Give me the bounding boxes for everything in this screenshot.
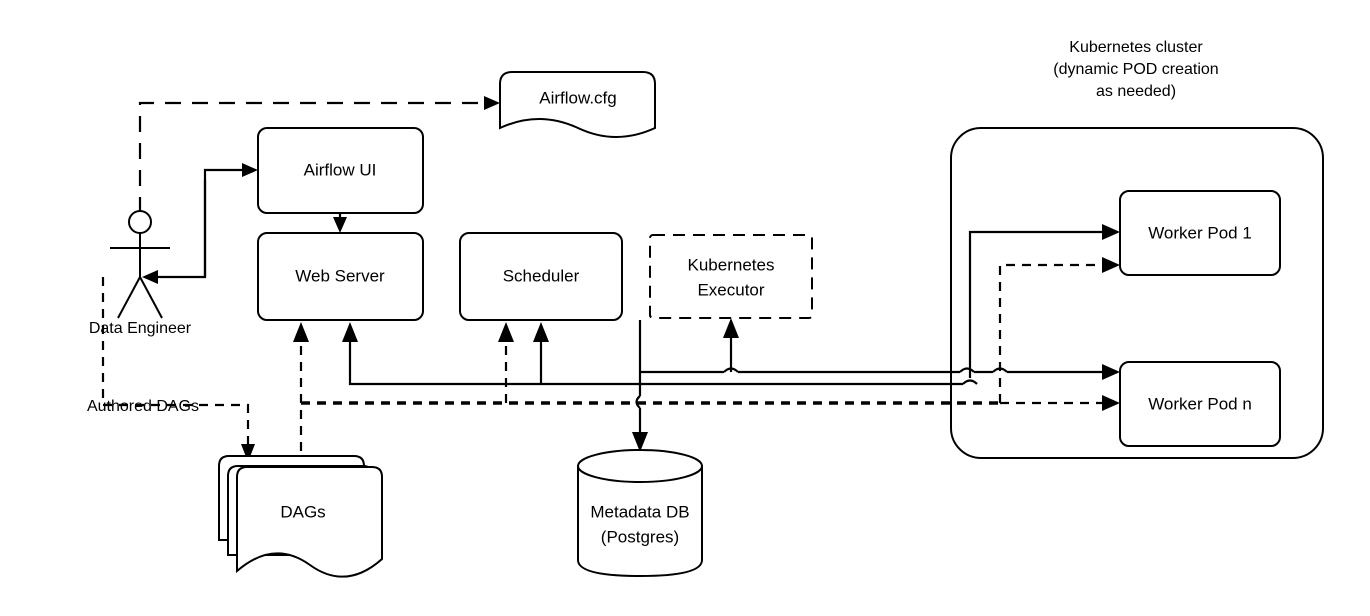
edge-label-authored-dags: Authored DAGs [87, 398, 199, 415]
edge-kubernetes-executor-to-worker-pod-n [959, 364, 1120, 380]
node-worker-pod-n[interactable]: Worker Pod n [1119, 361, 1281, 447]
arrowhead-airflow-cfg [484, 96, 500, 110]
node-airflow-ui[interactable]: Airflow UI [257, 127, 424, 214]
arrowhead-actor-in [142, 270, 158, 284]
node-metadata-db-label-line1: Metadata DB [590, 502, 689, 521]
node-scheduler[interactable]: Scheduler [459, 232, 623, 321]
node-airflow-cfg[interactable]: Airflow.cfg [499, 71, 656, 138]
arrowhead-web-server-dags [293, 322, 309, 342]
node-kubernetes-executor-label-line2: Executor [697, 280, 764, 299]
node-worker-pod-1-label: Worker Pod 1 [1148, 223, 1252, 242]
kubernetes-cluster-box[interactable] [950, 127, 1324, 459]
arrowhead-metadata-db-top [632, 432, 648, 452]
edge-metadata-db-to-scheduler [533, 322, 549, 384]
node-dags[interactable]: DAGs [218, 455, 383, 578]
edge-scheduler-to-metadata-db [632, 320, 648, 452]
edge-web-server-to-actor [142, 180, 207, 284]
arrowhead-dags-top [241, 444, 255, 462]
arrowhead-airflow-ui-in [242, 163, 258, 177]
edge-kubernetes-executor-to-worker-pod-1 [640, 224, 1120, 386]
actor-head [128, 210, 152, 234]
arrowhead-web-server-top [333, 217, 347, 233]
node-kubernetes-executor[interactable]: Kubernetes Executor [649, 234, 813, 319]
node-worker-pod-1[interactable]: Worker Pod 1 [1119, 190, 1281, 276]
arrowhead-scheduler-dags [498, 322, 514, 342]
edge-dags-to-worker-pods [301, 257, 1120, 411]
arrowhead-scheduler-db [533, 322, 549, 342]
node-web-server[interactable]: Web Server [257, 232, 424, 321]
actor-data-engineer-label: Data Engineer [89, 320, 192, 337]
node-airflow-cfg-label: Airflow.cfg [539, 88, 616, 107]
edge-metadata-db-to-kubernetes-executor [640, 318, 960, 374]
kubernetes-cluster-caption-line3: as needed) [1096, 83, 1176, 100]
actor-leg-right [139, 276, 163, 319]
kubernetes-cluster-caption-line1: Kubernetes cluster [1069, 39, 1203, 56]
edge-metadata-db-to-web-server [342, 322, 640, 386]
edge-actor-to-airflow-ui [203, 163, 258, 277]
edge-airflow-ui-to-web-server [333, 213, 347, 233]
edge-airflow-ui-to-airflow-cfg [138, 96, 500, 213]
arrowhead-worker-pod-n-dashed [1102, 395, 1120, 411]
arrowhead-kubernetes-executor-in [723, 318, 739, 338]
arrowhead-web-server-db [342, 322, 358, 342]
node-scheduler-label: Scheduler [503, 266, 580, 285]
node-metadata-db-label-line2: (Postgres) [601, 527, 679, 546]
kubernetes-cluster-group[interactable]: Kubernetes cluster (dynamic POD creation… [950, 39, 1324, 459]
actor-leg-left [117, 276, 141, 319]
node-dags-label: DAGs [280, 502, 325, 521]
kubernetes-cluster-caption-line2: (dynamic POD creation [1053, 61, 1218, 78]
edge-dags-to-web-server [293, 322, 309, 467]
arrowhead-worker-pod-1-dashed [1102, 257, 1120, 273]
node-airflow-ui-label: Airflow UI [304, 160, 377, 179]
node-kubernetes-executor-label-line1: Kubernetes [688, 255, 775, 274]
edge-actor-to-dags: Authored DAGs [87, 277, 255, 462]
node-metadata-db[interactable]: Metadata DB (Postgres) [577, 449, 703, 578]
arrowhead-worker-pod-n-solid [1102, 364, 1120, 380]
actor-data-engineer[interactable]: Data Engineer [89, 210, 192, 337]
node-web-server-label: Web Server [295, 266, 385, 285]
arrowhead-worker-pod-1-solid [1102, 224, 1120, 240]
node-worker-pod-n-label: Worker Pod n [1148, 394, 1252, 413]
edge-dags-to-scheduler [498, 322, 514, 403]
